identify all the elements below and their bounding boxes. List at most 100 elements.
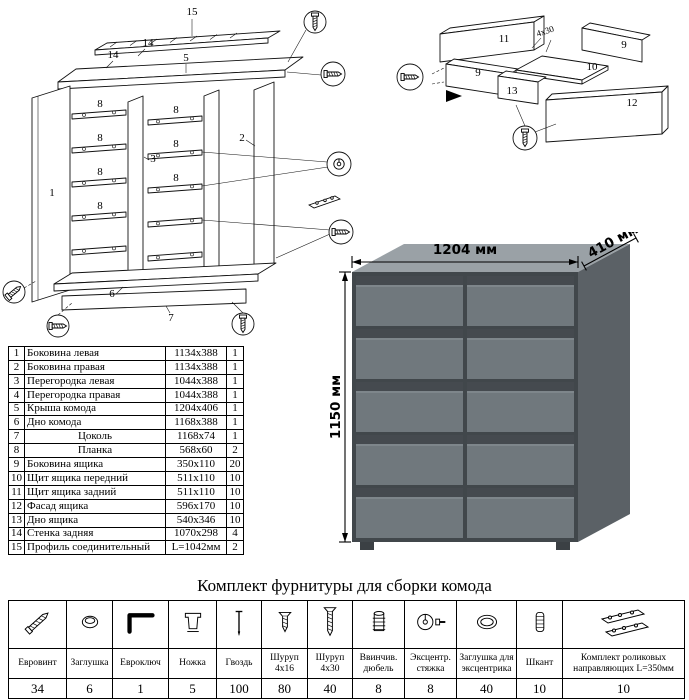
hardware-name: Эксцентр. стяжка — [404, 648, 457, 679]
hardware-icons-row — [8, 600, 685, 649]
part-label-3: 3 — [150, 153, 156, 165]
hardware-kit-table: Евровинт Заглушка Евроключ Ножка Гвоздь … — [8, 600, 685, 699]
part-name: Перегородка левая — [24, 373, 166, 389]
dowel-icon — [535, 611, 544, 633]
part-number: 10 — [8, 471, 25, 486]
part-name: Щит ящика передний — [24, 471, 166, 486]
dresser-leg — [556, 542, 570, 550]
height-dimension: 1150 мм — [328, 271, 351, 543]
drawer-part-shapes — [439, 15, 669, 143]
part-number: 9 — [8, 457, 25, 473]
dresser-side-face — [578, 244, 630, 542]
part-label-8: 8 — [97, 132, 103, 144]
part-label-2: 2 — [239, 132, 245, 144]
part-qty: 4 — [226, 526, 244, 542]
part-number: 13 — [8, 512, 25, 528]
hardware-qty: 80 — [261, 678, 308, 699]
part-size: 1204x406 — [165, 401, 227, 417]
part-number: 11 — [8, 484, 25, 500]
part-size: 1044x388 — [165, 387, 227, 403]
part-size: 568x60 — [165, 443, 227, 459]
screw-4x16-icon — [277, 611, 292, 633]
plinth-shape — [61, 288, 247, 311]
height-dimension-label: 1150 мм — [328, 375, 344, 439]
part-number: 12 — [8, 498, 25, 514]
part-number: 2 — [8, 359, 25, 375]
dresser-leg — [360, 542, 374, 550]
partition-right-shape — [203, 89, 220, 277]
width-dimension-label: 1204 мм — [433, 242, 497, 258]
cam-cap-icon — [476, 614, 497, 630]
part-name: Фасад ящика — [24, 498, 166, 514]
part-name: Боковина ящика — [24, 457, 166, 473]
hardware-name: Шуруп 4x16 — [261, 648, 308, 679]
part-qty: 1 — [226, 346, 244, 361]
hardware-name: Комплект роликовых направляющих L=350мм — [562, 648, 685, 679]
top-panel-shape — [57, 56, 304, 90]
part-label-14: 14 — [143, 37, 155, 49]
part-label-5: 5 — [183, 52, 189, 64]
part-number: 15 — [8, 540, 25, 556]
threaded-dowel-icon — [372, 611, 385, 632]
part-qty: 1 — [226, 387, 244, 403]
drawer-side-right-shape — [581, 22, 651, 63]
roller-rail-icon — [308, 195, 341, 209]
cam-lock-icon — [416, 613, 445, 631]
part-qty: 2 — [226, 443, 244, 459]
part-name: Дно ящика — [24, 512, 166, 528]
part-name: Дно комода — [24, 415, 166, 431]
part-qty: 1 — [226, 415, 244, 431]
hardware-name: Ножка — [168, 648, 217, 679]
hardware-names-row: Евровинт Заглушка Евроключ Ножка Гвоздь … — [8, 648, 685, 679]
hardware-qty: 1 — [112, 678, 169, 699]
part-qty: 20 — [226, 457, 244, 473]
drawer-assembly-diagram: 11 9 9 10 13 12 4x30 — [396, 15, 669, 151]
euro-screw-icon — [23, 612, 49, 635]
part-qty: 1 — [226, 359, 244, 375]
hardware-qty-row: 34 6 1 5 100 80 40 8 8 40 10 10 — [8, 678, 685, 699]
part-name: Стенка задняя — [24, 526, 166, 542]
hardware-qty: 10 — [516, 678, 563, 699]
drawer-rails-left — [71, 109, 127, 256]
cap-icon — [81, 615, 98, 629]
hardware-name: Заглушка для эксцентрика — [456, 648, 517, 679]
dresser-render: 1204 мм 410 мм 1150 мм — [328, 232, 641, 550]
hardware-kit-title: Комплект фурнитуры для сборки комода — [197, 576, 492, 595]
dresser-top-face — [352, 244, 630, 272]
exploded-assembly-diagram: 15 14 14 5 1 2 3 8 8 8 8 8 8 8 6 7 — [2, 6, 354, 338]
part-qty: 1 — [226, 401, 244, 417]
part-name: Боковина правая — [24, 359, 166, 375]
part-number: 8 — [8, 443, 25, 459]
part-size: 1168x74 — [165, 429, 227, 445]
drawer-front — [356, 276, 463, 326]
carcass-shapes — [31, 30, 304, 311]
hardware-name: Гвоздь — [216, 648, 262, 679]
part-label-7: 7 — [168, 312, 174, 324]
part-size: 1044x388 — [165, 373, 227, 389]
part-label-12: 12 — [627, 97, 638, 109]
drawer-facade-shape — [545, 85, 669, 143]
exploded-part-labels: 15 14 14 5 1 2 3 8 8 8 8 8 8 8 6 7 — [49, 6, 245, 324]
part-size: 1134x388 — [165, 359, 227, 375]
hardware-qty: 10 — [562, 678, 685, 699]
part-size: 1168x388 — [165, 415, 227, 431]
part-label-8: 8 — [173, 138, 179, 150]
drawer-front — [356, 382, 463, 432]
part-label-10: 10 — [587, 61, 599, 73]
hardware-qty: 8 — [352, 678, 405, 699]
part-number: 7 — [8, 429, 25, 445]
part-label-8: 8 — [97, 166, 103, 178]
drawer-front — [467, 382, 574, 432]
part-name: Щит ящика задний — [24, 484, 166, 500]
leg-icon — [184, 612, 201, 633]
part-label-11: 11 — [499, 33, 510, 45]
part-name: Профиль соединительный — [24, 540, 166, 556]
